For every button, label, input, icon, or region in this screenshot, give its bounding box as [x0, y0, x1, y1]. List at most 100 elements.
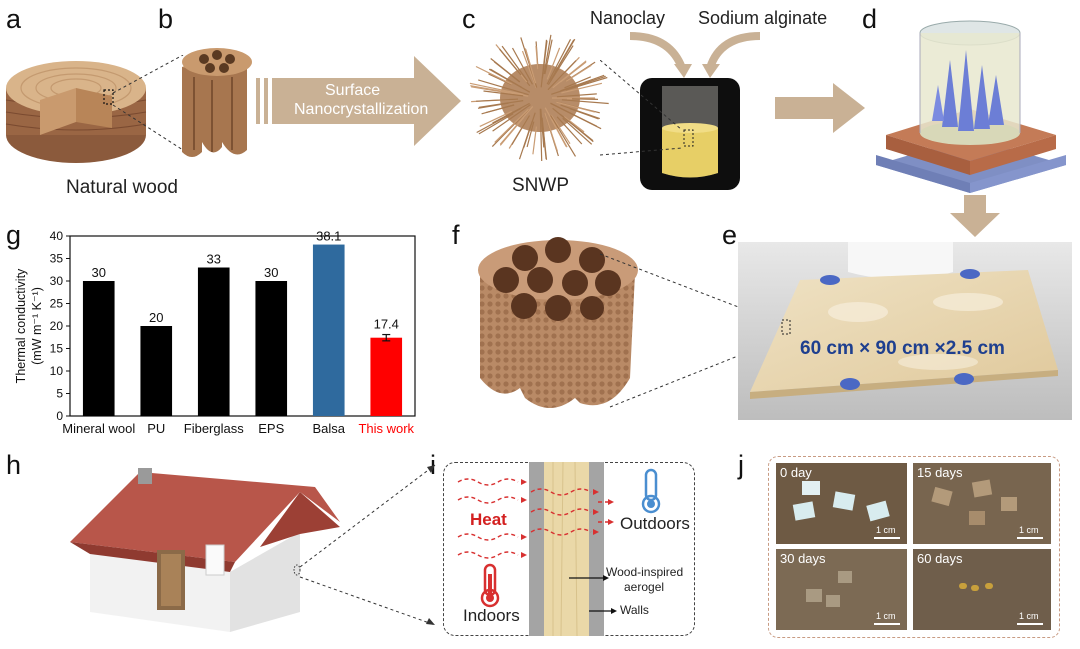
snwp-fiber: [546, 47, 561, 80]
bar-2: [197, 267, 230, 416]
x-tick-label: EPS: [258, 421, 284, 436]
snwp-fiber: [501, 45, 529, 82]
indoors-label: Indoors: [463, 606, 520, 625]
snwp-fiber: [552, 60, 587, 89]
sodium-alginate-label: Sodium alginate: [698, 8, 828, 28]
board-dimensions-label: 60 cm × 90 cm ×2.5 cm: [800, 338, 1005, 359]
snwp-fiber: [544, 39, 553, 75]
snwp-fiber: [561, 99, 609, 105]
snwp-fiber: [561, 82, 603, 94]
process-arrow-label-line2: Nanocrystallization: [294, 101, 429, 118]
x-tick-label: Fiberglass: [184, 421, 244, 436]
house-illustration: [70, 468, 340, 632]
snwp-fiber: [539, 108, 543, 162]
snwp-fiber: [550, 115, 577, 157]
snwp-fiber: [571, 98, 599, 100]
sample-remnant: [931, 486, 953, 507]
snwp-fiber: [521, 50, 537, 89]
snwp-fiber: [540, 39, 548, 88]
zoom-lines-f-e: [600, 253, 789, 408]
y-tick-label: 15: [50, 342, 64, 356]
panel-label-f: f: [452, 220, 460, 250]
snwp-fiber: [535, 45, 539, 70]
snwp-fiber: [488, 73, 512, 86]
y-tick-label: 5: [56, 387, 63, 401]
snwp-fiber: [552, 107, 594, 143]
snwp-fiber: [475, 65, 513, 85]
snwp-fiber: [478, 113, 514, 135]
sample-remnant: [806, 589, 822, 602]
snwp-fiber: [470, 85, 514, 94]
snwp-fiber: [522, 125, 532, 149]
scale-bar: [874, 623, 900, 625]
sample-remnant: [985, 583, 993, 589]
sample-remnant: [969, 511, 985, 525]
walls-label: Walls: [620, 603, 649, 617]
snwp-fiber: [547, 45, 574, 86]
sample-remnant: [1001, 497, 1017, 511]
snwp-fiber: [476, 98, 519, 102]
natural-wood-caption: Natural wood: [66, 177, 178, 198]
x-tick-label: PU: [147, 421, 165, 436]
snwp-fiber: [562, 117, 593, 145]
process-arrow-label-line1: Surface: [325, 82, 381, 99]
snwp-fiber: [541, 117, 548, 160]
aerogel-board-photo: [738, 242, 1072, 420]
aerogel-label-line2: aerogel: [624, 580, 665, 594]
snwp-fiber: [526, 121, 535, 148]
scale-label: 1 cm: [876, 525, 896, 535]
panel-label-e: e: [722, 220, 738, 250]
process-arrow: [256, 56, 461, 146]
data-label: 17.4: [374, 317, 399, 332]
snwp-fiber: [477, 102, 509, 109]
data-label: 33: [207, 252, 221, 267]
zoom-lines-a-b: [112, 55, 184, 151]
snwp-fiber: [543, 34, 552, 75]
sample-remnant: [826, 595, 840, 607]
snwp-fiber: [494, 108, 529, 143]
snwp-fiber: [564, 76, 592, 89]
bar-0: [82, 281, 115, 416]
snwp-fiber: [469, 82, 524, 96]
snwp-fiber: [493, 61, 521, 83]
y-tick-label: 10: [50, 364, 64, 378]
snwp-fiber: [524, 48, 537, 84]
panel-label-b: b: [158, 4, 174, 34]
scale-bar: [874, 537, 900, 539]
zoom-lines-c: [600, 60, 683, 156]
foam-sample: [866, 500, 890, 522]
snwp-fiber: [556, 116, 583, 145]
heat-label: Heat: [470, 510, 507, 529]
soil-photo-day60: 60 days 1 cm: [913, 549, 1051, 630]
y-tick-label: 35: [50, 252, 64, 266]
scale-label: 1 cm: [1019, 611, 1039, 621]
degradation-photo-frame: [768, 456, 1060, 638]
snwp-fiber: [544, 112, 559, 152]
y-tick-label: 30: [50, 274, 64, 288]
data-label: 30: [92, 265, 106, 280]
panel-label-i: i: [430, 450, 436, 480]
snwp-fiber: [565, 64, 592, 82]
bar-3: [255, 281, 288, 416]
snwp-fiber: [547, 60, 577, 91]
snwp-caption: SNWP: [512, 175, 569, 196]
aerogel-honeycomb-illustration: [478, 237, 638, 408]
y-axis-title-units: (mW m⁻¹ K⁻¹): [30, 287, 44, 365]
day-label: 60 days: [917, 551, 963, 566]
wood-channel-block-illustration: [182, 48, 252, 157]
soil-photo-day30: 30 days 1 cm: [776, 549, 907, 630]
snwp-fiber: [556, 93, 597, 98]
panel-label-g: g: [6, 220, 22, 250]
snwp-fiber: [511, 115, 531, 146]
snwp-fiber: [549, 38, 576, 81]
data-label: 30: [264, 265, 278, 280]
scale-bar: [1017, 537, 1043, 539]
beaker-suspension-photo: [640, 78, 740, 190]
data-label: 20: [149, 310, 163, 325]
snwp-fiber: [532, 126, 537, 155]
panel-label-d: d: [862, 4, 878, 34]
scale-label: 1 cm: [876, 611, 896, 621]
bar-1: [140, 326, 173, 416]
snwp-fiber: [551, 119, 568, 148]
freeze-casting-illustration: [876, 20, 1066, 193]
